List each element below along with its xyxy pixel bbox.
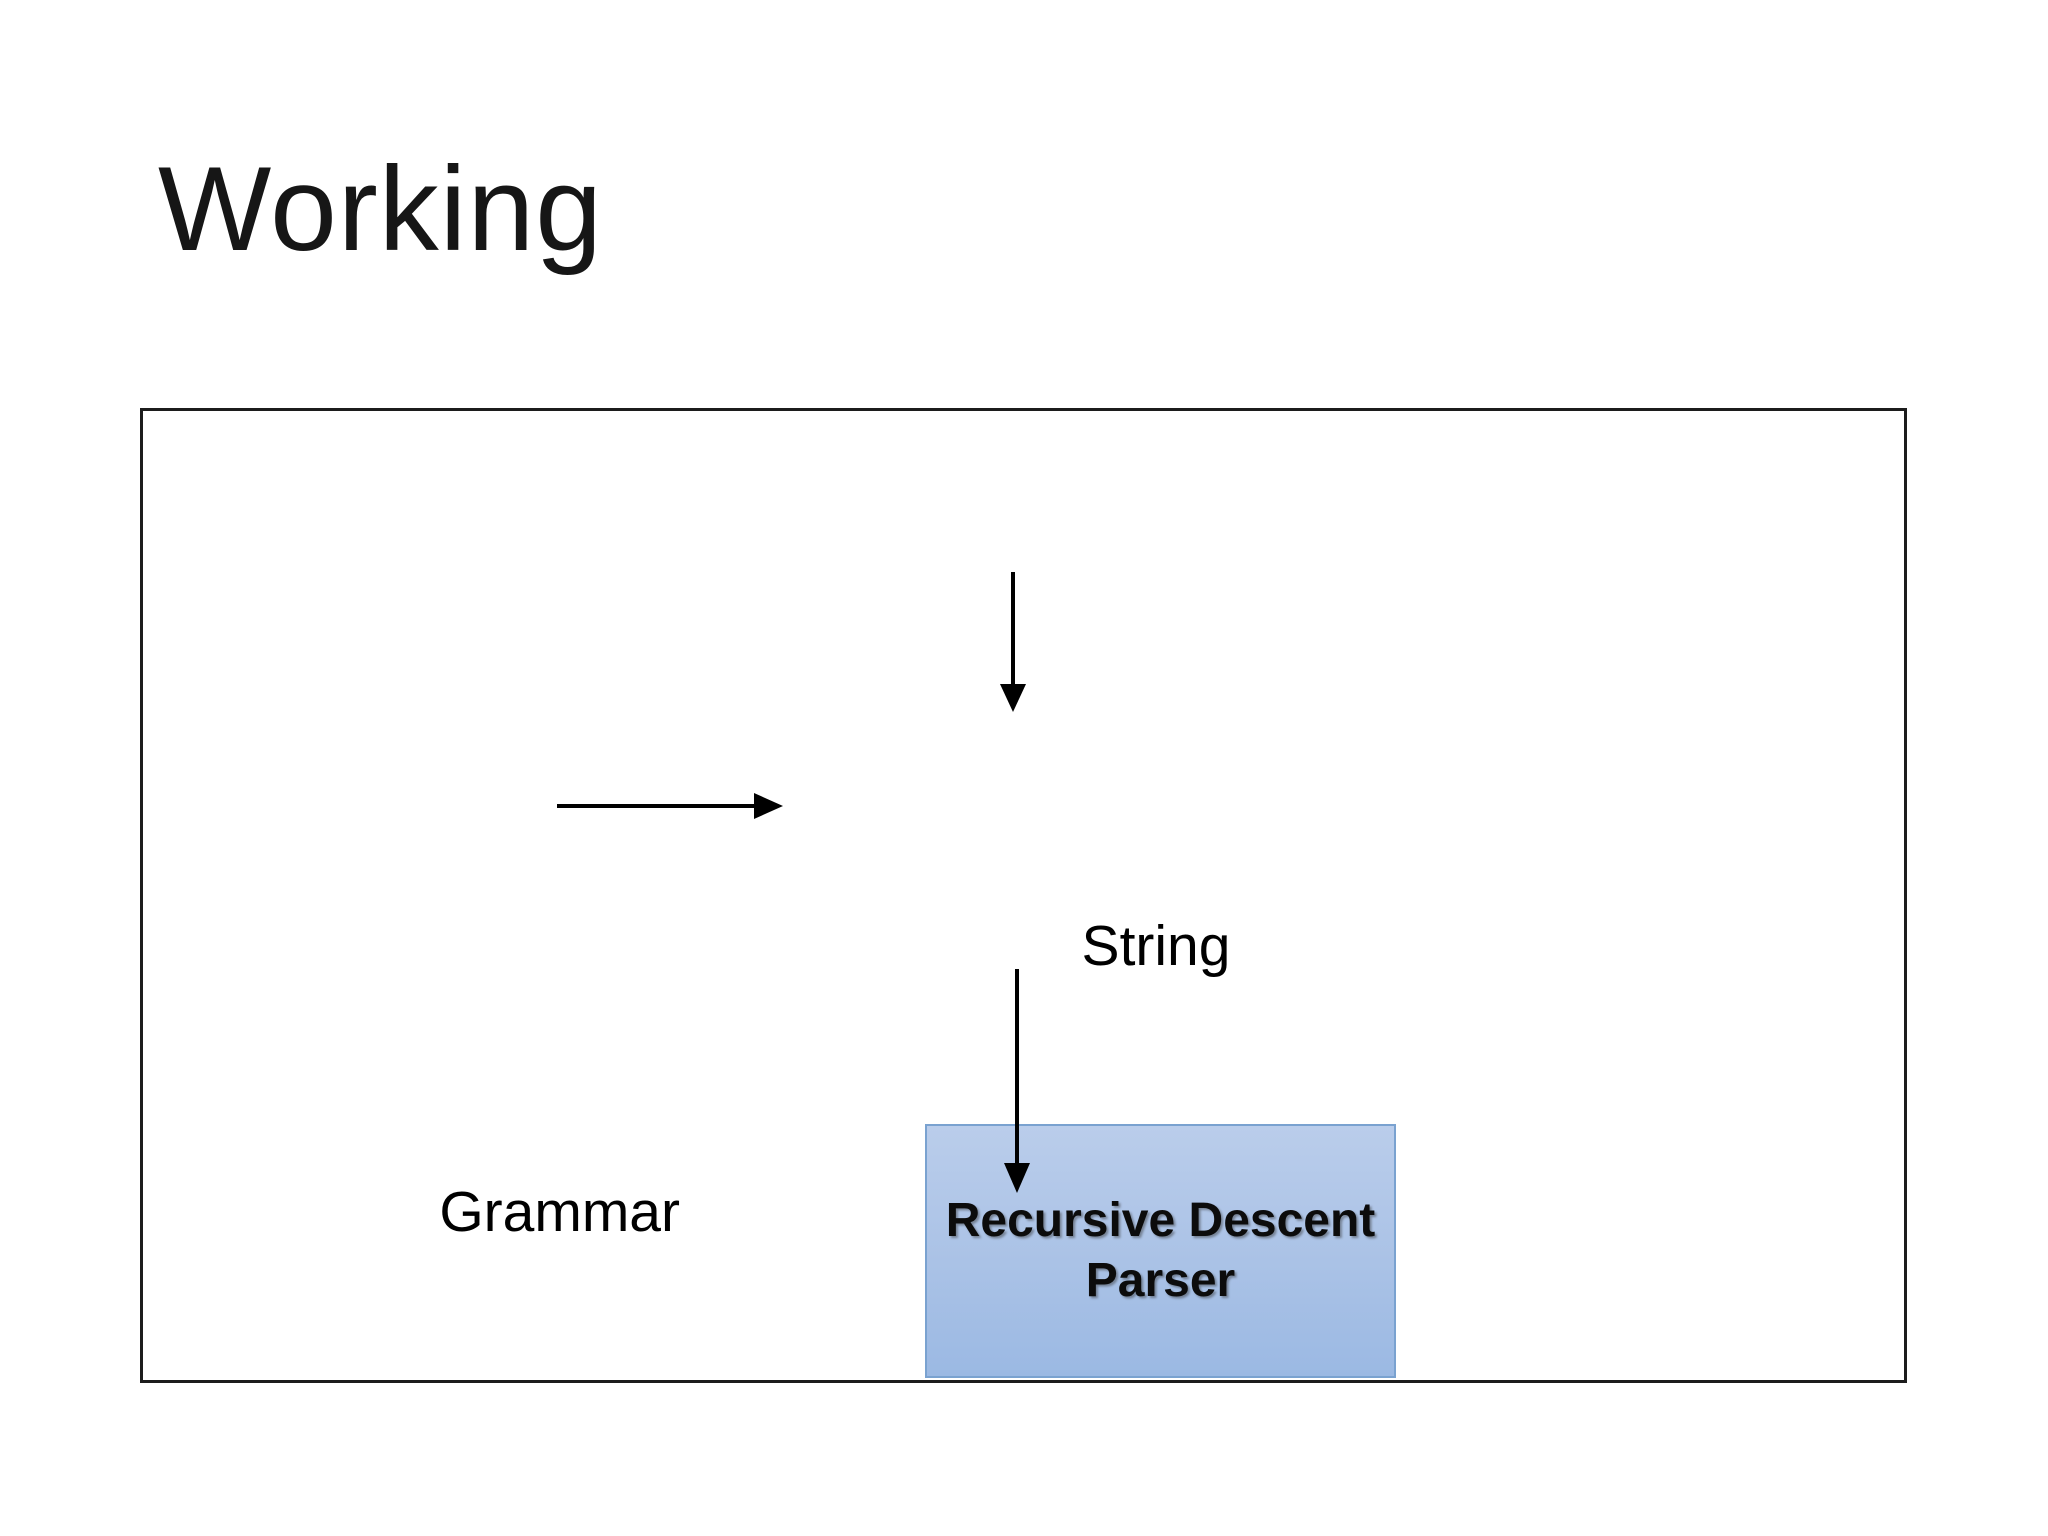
parser-node-label-line2: Parser	[1085, 1254, 1236, 1307]
parser-node: Recursive Descent Parser	[925, 1124, 1396, 1378]
grammar-to-parser-arrow	[557, 793, 783, 819]
parser-node-label-line1: Recursive Descent	[945, 1193, 1376, 1247]
string-label: String	[1081, 914, 1231, 978]
parser-node-label: Recursive Descent Parser	[946, 1191, 1376, 1312]
parser-to-parsetree-arrow	[1004, 969, 1030, 1193]
slide-title: Working	[158, 142, 603, 276]
grammar-label: Grammar	[439, 1180, 680, 1244]
string-to-parser-arrow	[1000, 572, 1026, 712]
diagram-frame: String Grammar Recursive Descent Parser …	[140, 408, 1907, 1383]
